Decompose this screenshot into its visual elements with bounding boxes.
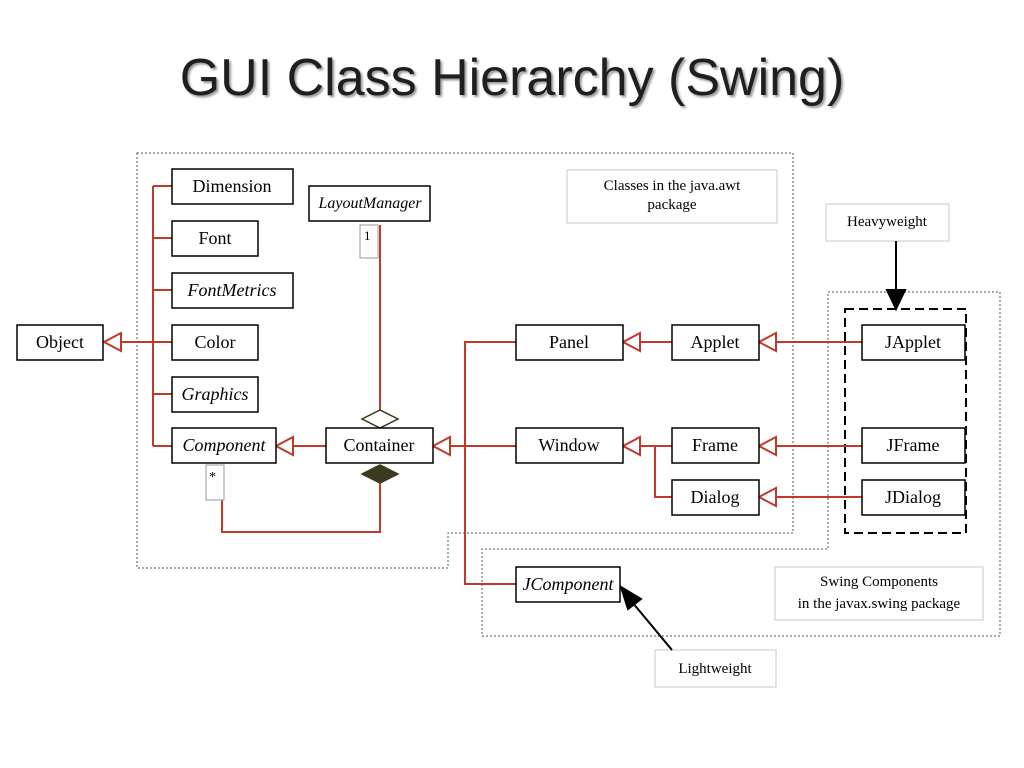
japplet-box bbox=[861, 324, 966, 361]
graphics-box bbox=[171, 376, 259, 413]
layoutmanager-label: LayoutManager bbox=[317, 195, 422, 212]
aggregation-diamond bbox=[360, 409, 400, 429]
composition-diamond bbox=[360, 464, 400, 484]
dimension-box bbox=[171, 168, 294, 205]
swing-package-region bbox=[481, 291, 1001, 637]
swing-note-line2: in the javax.swing package bbox=[798, 596, 961, 612]
multiplicity-one: 1 bbox=[364, 228, 371, 243]
heavyweight-note bbox=[825, 203, 950, 242]
color-label: Color bbox=[194, 332, 235, 352]
frame-label: Frame bbox=[692, 435, 738, 455]
inheritance-lines bbox=[121, 185, 862, 585]
object-label: Object bbox=[36, 332, 84, 352]
lightweight-arrow-line bbox=[631, 601, 673, 651]
object-box bbox=[16, 324, 104, 361]
swing-package-note bbox=[774, 566, 984, 621]
awt-package-note bbox=[566, 169, 778, 224]
color-box bbox=[171, 324, 259, 361]
slide-title: GUI Class Hierarchy (Swing) bbox=[179, 49, 845, 107]
frame-box bbox=[671, 427, 760, 464]
awt-note-line2: package bbox=[647, 197, 696, 213]
japplet-label: JApplet bbox=[885, 332, 941, 352]
lightweight-note bbox=[654, 649, 777, 688]
font-box bbox=[171, 220, 259, 257]
container-label: Container bbox=[344, 435, 415, 455]
window-box bbox=[515, 427, 624, 464]
layoutmanager-box bbox=[308, 185, 431, 222]
heavyweight-text: Heavyweight bbox=[847, 214, 928, 230]
lightweight-arrow-head bbox=[619, 584, 643, 611]
panel-box bbox=[515, 324, 624, 361]
jcomponent-box bbox=[515, 566, 621, 603]
heavyweight-arrow-head bbox=[885, 289, 907, 312]
panel-label: Panel bbox=[549, 332, 589, 352]
container-box bbox=[325, 427, 434, 464]
font-label: Font bbox=[198, 228, 231, 248]
fontmetrics-label: FontMetrics bbox=[187, 280, 277, 300]
applet-box bbox=[671, 324, 760, 361]
fontmetrics-box bbox=[171, 272, 294, 309]
applet-label: Applet bbox=[691, 332, 740, 352]
component-label: Component bbox=[183, 435, 267, 455]
awt-note-line1: Classes in the java.awt bbox=[604, 178, 741, 194]
dimension-label: Dimension bbox=[193, 176, 272, 196]
multiplicity-many: * bbox=[209, 470, 216, 485]
multiplicity-box-many bbox=[205, 464, 225, 501]
dialog-box bbox=[671, 479, 760, 516]
heavyweight-group bbox=[844, 308, 967, 534]
jframe-label: JFrame bbox=[887, 435, 940, 455]
jcomponent-label: JComponent bbox=[523, 574, 615, 594]
swing-note-line1: Swing Components bbox=[820, 574, 938, 590]
window-label: Window bbox=[538, 435, 599, 455]
inheritance-arrowheads bbox=[101, 331, 777, 508]
dialog-label: Dialog bbox=[691, 487, 740, 507]
component-box bbox=[171, 427, 277, 464]
lightweight-text: Lightweight bbox=[678, 661, 752, 677]
jdialog-label: JDialog bbox=[885, 487, 941, 507]
graphics-label: Graphics bbox=[182, 384, 249, 404]
jframe-box bbox=[861, 427, 966, 464]
jdialog-box bbox=[861, 479, 966, 516]
multiplicity-box-one bbox=[359, 224, 379, 259]
awt-package-region bbox=[136, 152, 794, 569]
